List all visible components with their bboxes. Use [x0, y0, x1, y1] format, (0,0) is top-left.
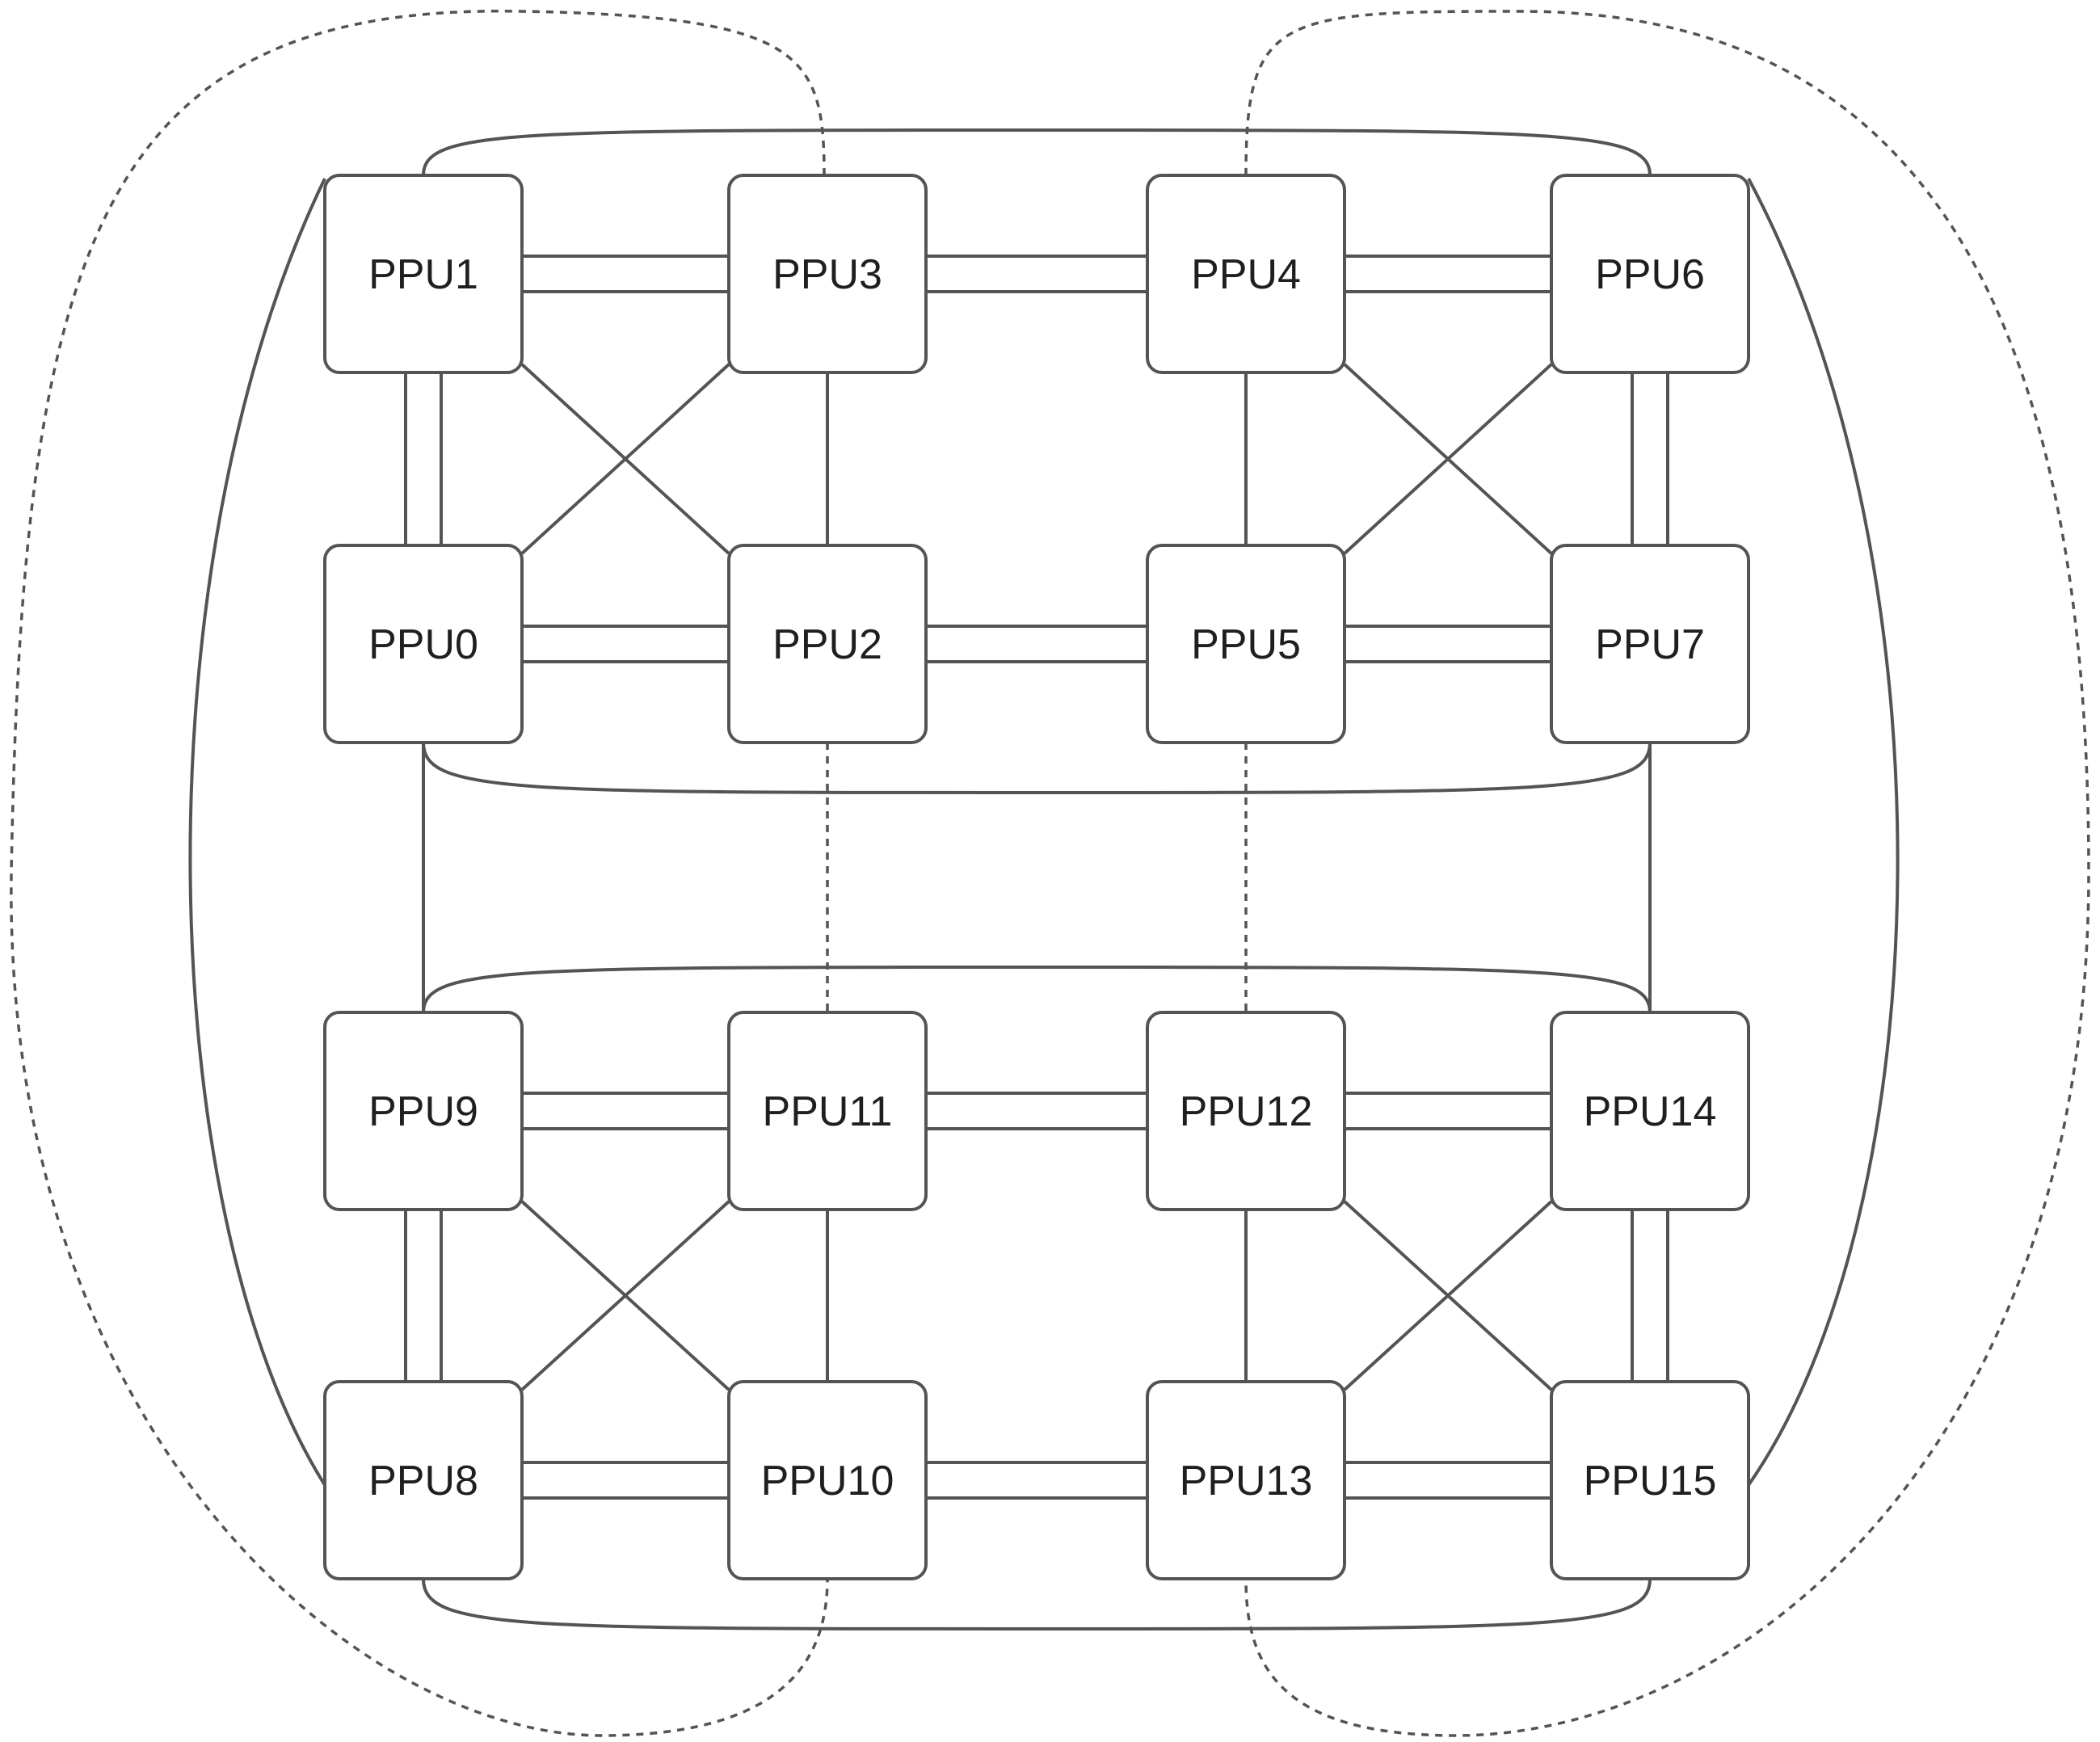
- links-layer: [10, 10, 2090, 1737]
- node-box: [1146, 1380, 1346, 1580]
- link-ppu3-ppu10: [10, 10, 829, 1737]
- node-label: PPU10: [761, 1458, 894, 1504]
- node-ppu10: PPU10: [727, 1380, 928, 1580]
- link-ppu1-ppu8: [188, 178, 326, 1487]
- node-ppu5: PPU5: [1146, 544, 1346, 744]
- node-label: PPU1: [368, 251, 478, 298]
- node-box: [1550, 1380, 1750, 1580]
- node-ppu8: PPU8: [323, 1380, 524, 1580]
- node-label: PPU9: [368, 1088, 478, 1135]
- node-box: [1146, 174, 1346, 374]
- link-ppu0-ppu7: [422, 742, 1652, 794]
- node-ppu1: PPU1: [323, 174, 524, 374]
- node-box: [1550, 544, 1750, 744]
- node-box: [1146, 544, 1346, 744]
- node-box: [323, 1380, 524, 1580]
- node-ppu15: PPU15: [1550, 1380, 1750, 1580]
- node-box: [727, 1380, 928, 1580]
- node-box: [323, 544, 524, 744]
- link-ppu11-ppu8: [520, 1200, 730, 1391]
- node-label: PPU8: [368, 1458, 478, 1504]
- node-box: [323, 1011, 524, 1211]
- link-ppu6-ppu15: [1747, 178, 1900, 1487]
- node-ppu4: PPU4: [1146, 174, 1346, 374]
- node-box: [727, 544, 928, 744]
- node-ppu6: PPU6: [1550, 174, 1750, 374]
- node-ppu13: PPU13: [1146, 1380, 1346, 1580]
- node-label: PPU4: [1191, 251, 1301, 298]
- link-ppu4-ppu13: [1244, 10, 2090, 1737]
- link-ppu3-ppu0: [520, 363, 730, 555]
- node-label: PPU7: [1595, 621, 1705, 668]
- node-box: [1550, 1011, 1750, 1211]
- node-ppu0: PPU0: [323, 544, 524, 744]
- node-box: [727, 174, 928, 374]
- node-label: PPU15: [1584, 1458, 1717, 1504]
- node-box: [323, 174, 524, 374]
- node-box: [1550, 174, 1750, 374]
- link-ppu14-ppu13: [1343, 1200, 1553, 1391]
- link-ppu1-ppu6: [422, 128, 1652, 176]
- node-label: PPU3: [772, 251, 882, 298]
- node-label: PPU6: [1595, 251, 1705, 298]
- node-label: PPU5: [1191, 621, 1301, 668]
- link-ppu8-ppu15: [422, 1578, 1652, 1630]
- link-ppu9-ppu14: [422, 966, 1652, 1013]
- node-ppu11: PPU11: [727, 1011, 928, 1211]
- node-box: [727, 1011, 928, 1211]
- node-label: PPU14: [1584, 1088, 1717, 1135]
- node-label: PPU13: [1180, 1458, 1313, 1504]
- node-ppu9: PPU9: [323, 1011, 524, 1211]
- node-label: PPU2: [772, 621, 882, 668]
- node-ppu7: PPU7: [1550, 544, 1750, 744]
- node-ppu12: PPU12: [1146, 1011, 1346, 1211]
- node-label: PPU12: [1180, 1088, 1313, 1135]
- node-box: [1146, 1011, 1346, 1211]
- node-label: PPU11: [763, 1088, 893, 1135]
- node-ppu3: PPU3: [727, 174, 928, 374]
- node-label: PPU0: [368, 621, 478, 668]
- node-ppu2: PPU2: [727, 544, 928, 744]
- link-ppu6-ppu5: [1343, 363, 1553, 555]
- node-ppu14: PPU14: [1550, 1011, 1750, 1211]
